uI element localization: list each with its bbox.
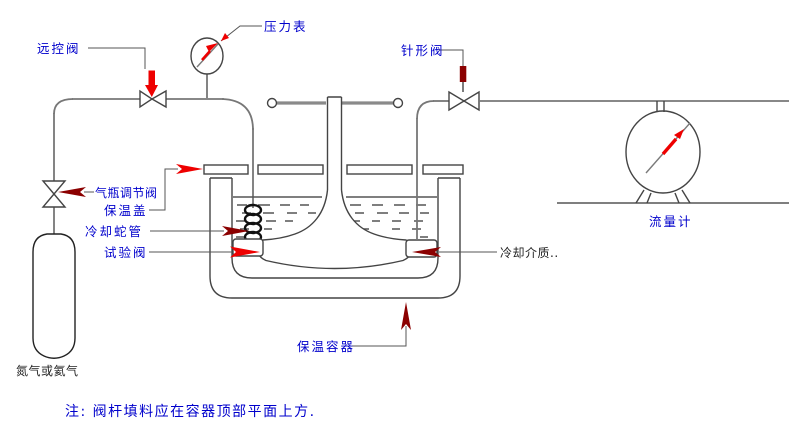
text-labels: 远控阀 压力表 针形阀 气瓶调节阀 保温盖 冷却蛇管 试验阀 冷却介质.. 保温… (16, 19, 693, 420)
label-remote-control-valve: 远控阀 (37, 41, 81, 56)
callout-leaders (58, 47, 497, 347)
needle-valve-left-wedge (448, 90, 466, 112)
flow-meter-needle-red (661, 137, 678, 156)
needle-valve-leader (439, 49, 464, 66)
insulated-container-leader (352, 326, 407, 347)
label-gas-supply: 氮气或氦气 (16, 363, 79, 378)
needle-valve-right-wedge (462, 90, 480, 112)
label-cooling-coil: 冷却蛇管 (85, 224, 143, 239)
flow-meter (557, 101, 789, 204)
remote-control-valve (139, 70, 167, 109)
label-cylinder-regulator-valve: 气瓶调节阀 (95, 185, 158, 200)
container-inner-shell (231, 178, 439, 279)
flow-meter-foot (635, 189, 645, 204)
remote-valve-leader (88, 47, 146, 69)
pipe-elbow-down (221, 98, 254, 131)
cylinder-regulator-valve (41, 180, 67, 208)
container-outer-shell (209, 178, 461, 299)
gas-cylinder (32, 233, 76, 359)
cylinder-valve-arrow (58, 187, 86, 197)
test-valve-assembly (232, 96, 438, 270)
gauge-leader-arrowhead (221, 33, 229, 41)
needle-valve-stem-block (459, 66, 467, 82)
handwheel-knob-left (266, 97, 278, 109)
pipe-elbow-right (416, 100, 435, 120)
cylinder-valve-bottom-wedge (41, 192, 67, 208)
label-insulation-cover: 保温盖 (104, 203, 148, 218)
outlet-piping (416, 66, 789, 240)
cooling-medium-arrow (412, 247, 441, 257)
lid-segment-2 (257, 164, 324, 175)
gas-cylinder-body (32, 233, 76, 359)
insulated-container-arrow (401, 302, 411, 330)
remote-valve-actuator-arrow (145, 85, 158, 97)
lid-segment-3 (346, 164, 413, 175)
label-pressure-gauge: 压力表 (264, 19, 308, 34)
lid-segment-1 (203, 164, 249, 175)
remote-valve-right-wedge (150, 89, 167, 109)
footnote: 注: 阀杆填料应在容器顶部平面上方. (65, 403, 316, 420)
test-valve-arrow (230, 246, 260, 258)
cooling-coil-arrow (222, 226, 249, 236)
flow-meter-foot (674, 192, 680, 204)
gauge-needle-red (201, 50, 211, 61)
flow-meter-foot (681, 189, 691, 204)
pressure-gauge (190, 25, 262, 98)
pipe-elbow-top-left (53, 98, 74, 115)
handwheel-knob-right (392, 97, 404, 109)
valve-bell-body (257, 189, 412, 270)
valve-stem-column (326, 96, 343, 190)
lid-segment-4 (422, 164, 464, 175)
remote-valve-actuator-stem (148, 70, 155, 86)
flow-meter-needle-arrowhead (674, 129, 684, 139)
gauge-label-leader (220, 25, 262, 42)
label-needle-valve: 针形阀 (401, 43, 445, 58)
label-insulated-container: 保温容器 (297, 339, 355, 354)
insulated-container (203, 164, 464, 299)
cylinder-valve-top-wedge (41, 180, 67, 196)
label-cooling-medium: 冷却介质.. (500, 246, 559, 260)
label-flow-meter: 流量计 (649, 214, 693, 229)
insulation-cover-leader (149, 168, 178, 211)
insulation-cover-arrow (176, 164, 203, 174)
gauge-needle-arrowhead (206, 43, 218, 52)
label-test-valve: 试验阀 (104, 245, 148, 260)
remote-valve-left-wedge (139, 89, 154, 109)
flow-meter-foot (646, 192, 652, 204)
